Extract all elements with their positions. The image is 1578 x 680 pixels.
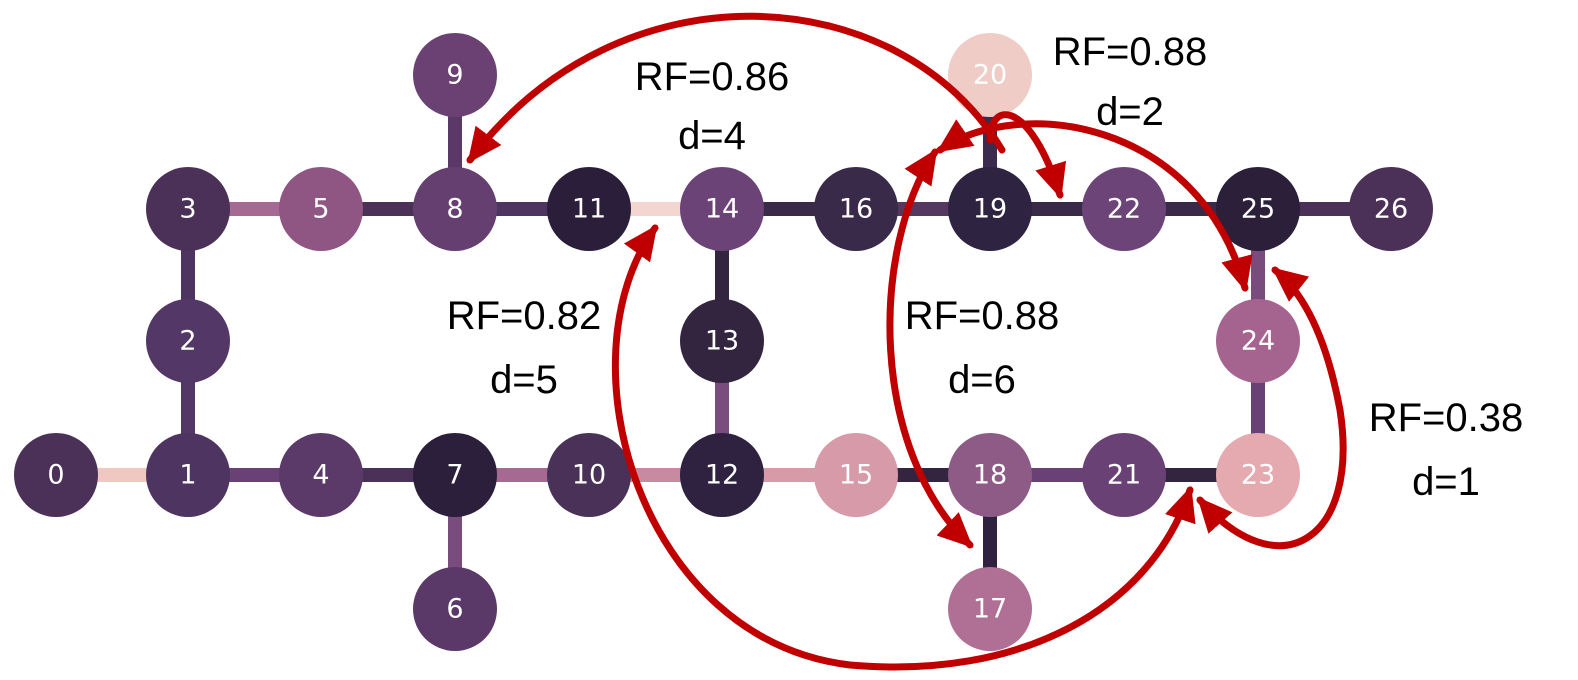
qubit-node-17: 17 [948,567,1032,651]
qubit-node-13: 13 [680,299,764,383]
qubit-node-1: 1 [146,433,230,517]
qubit-circle [1349,167,1433,251]
qubit-label: 0 [47,460,64,491]
qubit-label: 11 [572,194,606,225]
qubit-circle [547,433,631,517]
qubit-node-12: 12 [680,433,764,517]
qubit-circle [413,433,497,517]
annotation-4-rf: RF=0.88 [905,294,1060,338]
annotation-3-d: d=5 [490,358,558,402]
arrow-11-to-21 [611,224,1196,671]
qubit-node-6: 6 [413,567,497,651]
qubit-label: 5 [312,194,329,225]
qubit-node-22: 22 [1082,167,1166,251]
qubit-label: 22 [1107,194,1141,225]
qubit-node-9: 9 [413,33,497,117]
arrow-19-to-17 [886,148,974,549]
qubit-label: 12 [705,460,739,491]
qubit-label: 20 [973,60,1007,91]
qubit-label: 13 [705,326,739,357]
qubit-label: 16 [839,194,873,225]
qubit-node-3: 3 [146,167,230,251]
qubit-circle [547,167,631,251]
qubit-label: 4 [312,460,329,491]
qubit-label: 7 [446,460,463,491]
qubit-node-7: 7 [413,433,497,517]
qubit-circle [413,33,497,117]
qubit-circle [413,167,497,251]
annotation-5-d: d=1 [1412,460,1480,504]
annotation-1-d: d=4 [678,114,746,158]
qubit-label: 21 [1107,460,1141,491]
annotation-2-d: d=2 [1096,90,1164,134]
qubit-label: 15 [839,460,873,491]
arrows-layer [466,12,1347,671]
qubit-circle [279,167,363,251]
annotation-1-rf: RF=0.86 [635,55,790,99]
qubit-node-10: 10 [547,433,631,517]
annotation-2-rf: RF=0.88 [1053,30,1208,74]
qubit-label: 9 [446,60,463,91]
annotation-3-rf: RF=0.82 [447,294,602,338]
qubit-node-21: 21 [1082,433,1166,517]
qubit-node-16: 16 [814,167,898,251]
qubit-node-15: 15 [814,433,898,517]
qubit-circle [146,299,230,383]
qubit-circle [146,433,230,517]
qubit-node-20: 20 [948,33,1032,117]
qubit-label: 25 [1241,194,1275,225]
qubit-circle [413,567,497,651]
qubit-node-4: 4 [279,433,363,517]
qubit-node-0: 0 [14,433,98,517]
qubit-label: 18 [973,460,1007,491]
qubit-node-8: 8 [413,167,497,251]
arrow-22-to-24 [936,119,1253,293]
annotations-layer: RF=0.86 d=4 RF=0.88 d=2 RF=0.82 d=5 RF=0… [447,30,1524,504]
arrow-23-to-25 [1196,266,1347,549]
qubit-node-24: 24 [1216,299,1300,383]
qubit-node-26: 26 [1349,167,1433,251]
qubit-label: 6 [446,594,463,625]
qubit-label: 19 [973,194,1007,225]
qubit-node-2: 2 [146,299,230,383]
qubit-circle [146,167,230,251]
qubit-node-23: 23 [1216,433,1300,517]
qubit-label: 10 [572,460,606,491]
qubit-label: 17 [973,594,1007,625]
qubit-label: 2 [179,326,196,357]
annotation-4-d: d=6 [948,358,1016,402]
arrow-19-to-8 [466,12,1006,164]
qubit-label: 23 [1241,460,1275,491]
qubit-circle [14,433,98,517]
qubit-node-19: 19 [948,167,1032,251]
qubit-label: 24 [1241,326,1275,357]
qubit-node-11: 11 [547,167,631,251]
qubit-circle [279,433,363,517]
qubit-label: 8 [446,194,463,225]
qubit-node-18: 18 [948,433,1032,517]
qubit-circle [948,567,1032,651]
annotation-5-rf: RF=0.38 [1369,396,1524,440]
qubit-label: 14 [705,194,739,225]
qubit-node-14: 14 [680,167,764,251]
qubit-label: 3 [179,194,196,225]
qubit-label: 26 [1374,194,1408,225]
qubit-circle [948,33,1032,117]
qubit-label: 1 [179,460,196,491]
qubit-node-5: 5 [279,167,363,251]
